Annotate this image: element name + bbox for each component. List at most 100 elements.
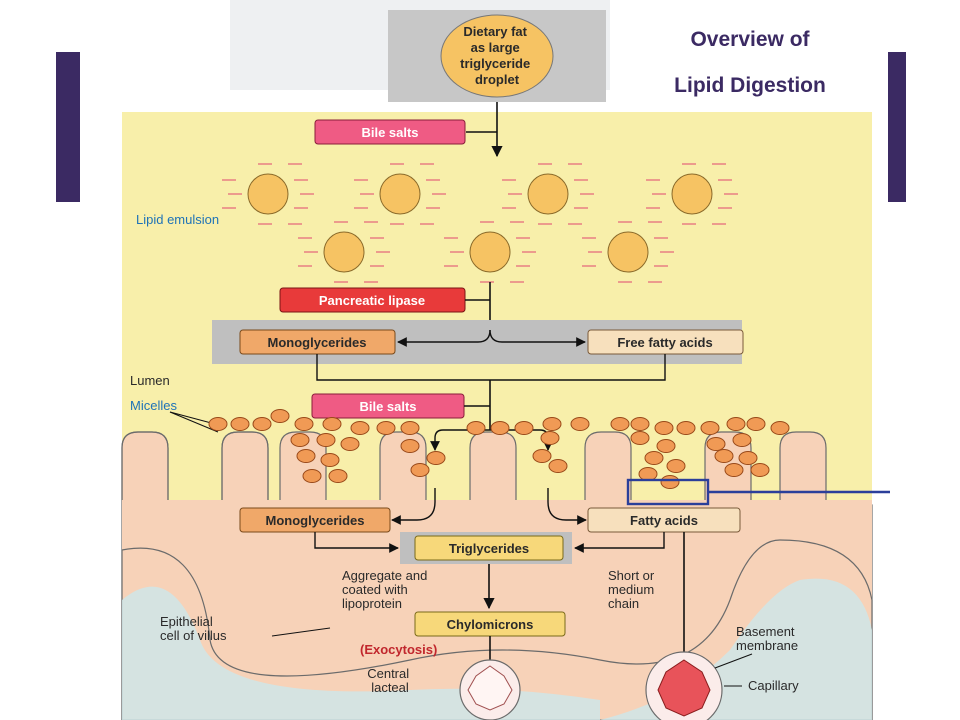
micelle: [770, 421, 790, 435]
fatty-acids-label: Fatty acids: [630, 513, 698, 528]
emulsion-droplet: [323, 231, 365, 273]
micelle: [630, 417, 650, 431]
short-chain-line-2: medium: [608, 582, 654, 597]
micelle: [514, 421, 534, 435]
epithelial-line-2: cell of villus: [160, 628, 227, 643]
micelle: [532, 449, 552, 463]
micelle: [466, 421, 486, 435]
micelle: [746, 417, 766, 431]
micelle: [540, 431, 560, 445]
slide-title-line-2: Lipid Digestion: [674, 74, 826, 97]
emulsion-droplet: [379, 173, 421, 215]
svg-text:Epithelial cell of villu: Epithelial cell of villus: [160, 614, 227, 643]
right-accent-bar: [888, 52, 906, 202]
free-fatty-acids-label: Free fatty acids: [617, 335, 712, 350]
micelle: [700, 421, 720, 435]
micelle: [750, 463, 770, 477]
start-line-1: Dietary fat: [463, 24, 527, 39]
svg-text:Basement membrane: Basement membrane: [736, 624, 798, 653]
aggregate-line-3: lipoprotein: [342, 596, 402, 611]
micelle: [654, 421, 674, 435]
triglycerides-box: [414, 535, 564, 561]
triglycerides-label: Triglycerides: [449, 541, 529, 556]
monoglycerides-lumen-label: Monoglycerides: [268, 335, 367, 350]
micelle: [638, 467, 658, 481]
exocytosis-label: (Exocytosis): [360, 642, 437, 657]
svg-text:Central lacteal: Central lacteal: [367, 666, 413, 695]
central-lacteal-line-2: lacteal: [371, 680, 409, 695]
epithelial-line-1: Epithelial: [160, 614, 213, 629]
emulsion-droplet: [671, 173, 713, 215]
slide-title-line-1: Overview of: [690, 28, 810, 51]
micelle: [732, 433, 752, 447]
short-chain-line-1: Short or: [608, 568, 655, 583]
micelle: [410, 463, 430, 477]
monoglycerides-cell-label: Monoglycerides: [266, 513, 365, 528]
emulsion-droplet: [247, 173, 289, 215]
micelle: [290, 433, 310, 447]
start-line-2: as large: [471, 40, 520, 55]
aggregate-line-1: Aggregate and: [342, 568, 427, 583]
emulsion-droplet: [469, 231, 511, 273]
micelle: [630, 431, 650, 445]
micelle: [726, 417, 746, 431]
short-chain-line-3: chain: [608, 596, 639, 611]
micelle: [350, 421, 370, 435]
pancreatic-lipase-label: Pancreatic lipase: [319, 293, 425, 308]
svg-text:Short or medium ch: Short or medium chain: [608, 568, 658, 611]
micelle: [322, 417, 342, 431]
micelle: [302, 469, 322, 483]
svg-text:Aggregate and coated wit: Aggregate and coated with lipoprotein: [342, 568, 431, 611]
bile-salts-mid-label: Bile salts: [359, 399, 416, 414]
micelle: [676, 421, 696, 435]
micelle: [656, 439, 676, 453]
micelles: [208, 409, 790, 489]
micelle: [208, 417, 228, 431]
micelle: [738, 451, 758, 465]
basement-line-2: membrane: [736, 638, 798, 653]
start-line-3: triglyceride: [460, 56, 530, 71]
lipid-emulsion-label: Lipid emulsion: [136, 212, 219, 227]
micelle: [644, 451, 664, 465]
emulsion-droplet: [607, 231, 649, 273]
chylomicrons-label: Chylomicrons: [447, 617, 534, 632]
lipid-digestion-diagram: Dietary fat as large triglyceride drople…: [121, 10, 890, 720]
micelle: [660, 475, 680, 489]
emulsion-droplet: [527, 173, 569, 215]
micelle: [714, 449, 734, 463]
basement-region: [122, 586, 600, 720]
micelle: [542, 417, 562, 431]
micelle: [666, 459, 686, 473]
micelle: [570, 417, 590, 431]
svg-text:Dietary fat as large: Dietary fat as large triglyceride drople…: [460, 24, 534, 87]
aggregate-line-2: coated with: [342, 582, 408, 597]
micelle: [320, 453, 340, 467]
left-accent-bar: [56, 52, 80, 202]
micelle: [706, 437, 726, 451]
central-lacteal-line-1: Central: [367, 666, 409, 681]
micelle: [426, 451, 446, 465]
villus-surface-line: [121, 431, 269, 500]
fat-droplet: [440, 14, 554, 98]
micelle: [252, 417, 272, 431]
micelle: [230, 417, 250, 431]
micelle: [328, 469, 348, 483]
micelles-label: Micelles: [130, 398, 177, 413]
micelle: [400, 421, 420, 435]
bile-salts-top-box: [314, 119, 466, 145]
micelle: [340, 437, 360, 451]
emulsion-droplets: [222, 163, 738, 283]
micelle: [296, 449, 316, 463]
micelle: [724, 463, 744, 477]
micelle: [294, 417, 314, 431]
micelle: [376, 421, 396, 435]
start-line-4: droplet: [475, 72, 520, 87]
lumen-label: Lumen: [130, 373, 170, 388]
bile-salts-top-label: Bile salts: [361, 125, 418, 140]
micelle: [270, 409, 290, 423]
capillary-label: Capillary: [748, 678, 799, 693]
micelle: [610, 417, 630, 431]
micelle: [400, 439, 420, 453]
micelle: [548, 459, 568, 473]
